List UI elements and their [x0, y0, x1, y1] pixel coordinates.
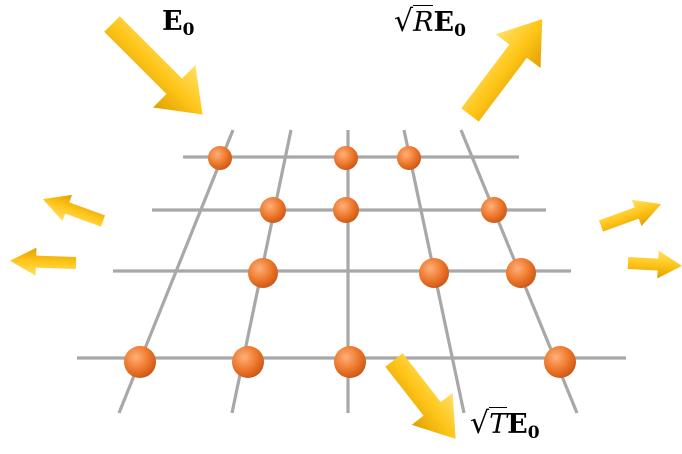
atom-sphere: [334, 146, 358, 170]
atom-sphere: [397, 146, 421, 170]
transmittance-symbol: T: [489, 409, 508, 440]
reflected-field-subscript: 0: [454, 21, 466, 41]
reflected-wave-arrow: [461, 19, 543, 122]
atom-sphere: [232, 346, 264, 378]
atom-sphere: [506, 258, 536, 288]
incident-field-symbol: E: [162, 6, 183, 37]
incident-field-label: E0: [162, 6, 194, 40]
incident-wave-arrow: [104, 16, 203, 115]
atom-sphere: [248, 258, 278, 288]
transmitted-field-symbol: E: [507, 409, 528, 440]
transmitted-field-label: √TE0: [470, 406, 540, 443]
atom-sphere: [260, 197, 286, 223]
sqrt-sign: √: [470, 406, 490, 441]
atoms: [124, 146, 576, 378]
atom-sphere: [208, 146, 232, 170]
sqrt-sign: √: [394, 4, 414, 39]
scattered-wave-arrow: [598, 199, 662, 232]
scattered-wave-arrow: [627, 250, 682, 279]
scattered-wave-arrow: [42, 194, 106, 227]
transmitted-field-subscript: 0: [527, 423, 540, 443]
reflected-field-label: √RE0: [394, 4, 466, 41]
atom-sphere: [124, 346, 156, 378]
scattered-wave-arrow: [10, 247, 77, 276]
atom-sphere: [544, 346, 576, 378]
atom-sphere: [334, 346, 366, 378]
reflectance-symbol: R: [413, 7, 434, 38]
transmitted-wave-arrow: [385, 353, 456, 439]
reflected-field-symbol: E: [433, 7, 455, 38]
incident-field-subscript: 0: [182, 20, 195, 40]
atom-sphere: [481, 197, 507, 223]
atom-sphere: [419, 258, 449, 288]
atom-sphere: [333, 197, 359, 223]
